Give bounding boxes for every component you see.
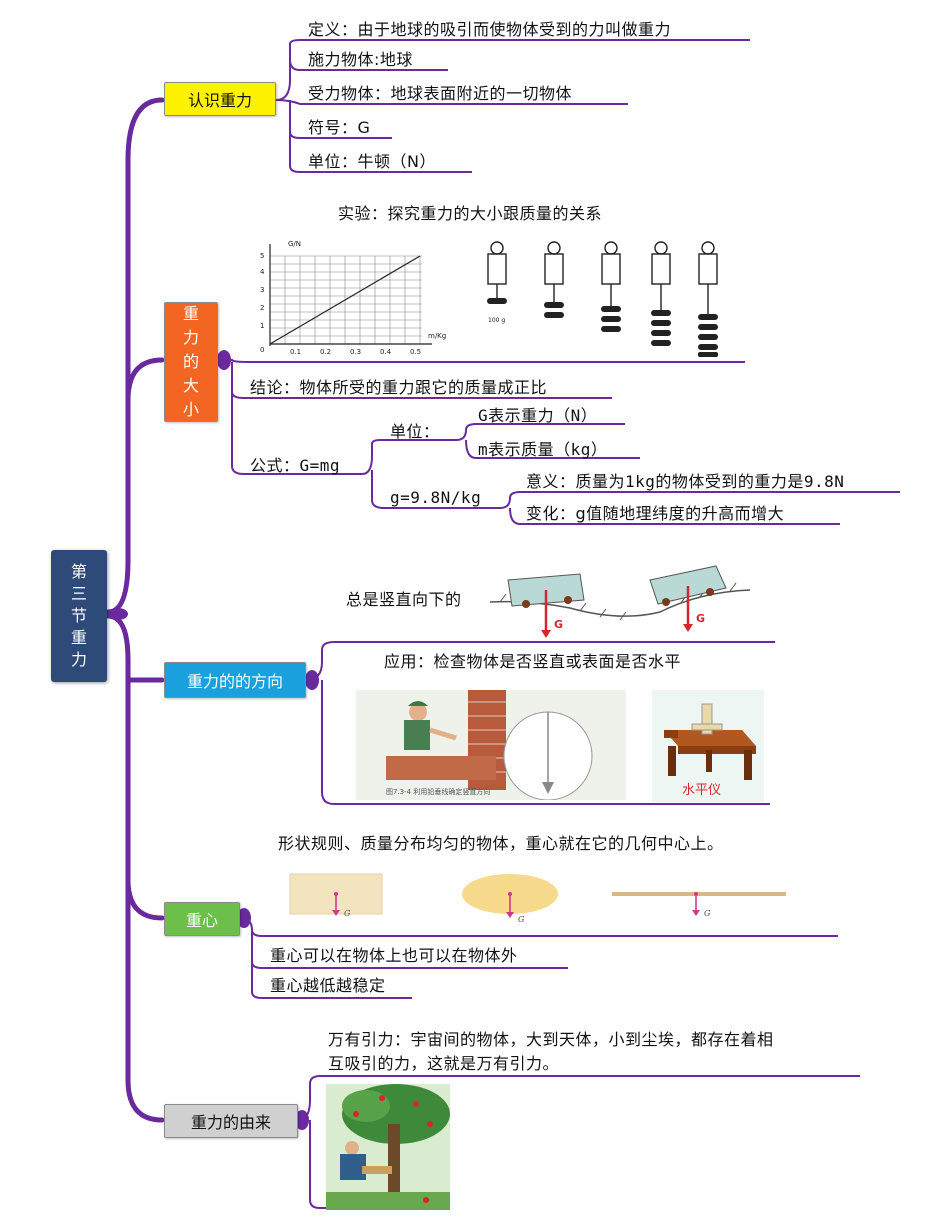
application-text: 应用：检查物体是否竖直或表面是否水平 xyxy=(384,652,682,671)
receiver-text: 受力物体：地球表面附近的一切物体 xyxy=(308,84,573,103)
cog-stability-text: 重心越低越稳定 xyxy=(270,976,386,995)
universal-gravitation-line1: 万有引力：宇宙间的物体，大到天体，小到尘埃，都存在着相 xyxy=(328,1030,774,1049)
graph-ytick: 3 xyxy=(260,286,264,294)
plumb-line-picture: 图7.3-4 利用铅垂线确定竖直方向 xyxy=(356,690,626,800)
graph-xtick: 0.4 xyxy=(380,348,392,356)
cog-g-label: G xyxy=(704,909,711,918)
picture-caption: 图7.3-4 利用铅垂线确定竖直方向 xyxy=(386,787,490,796)
graph-ylabel: G/N xyxy=(288,240,301,248)
branch-char: 的 xyxy=(182,352,199,371)
formula-text: 公式：G=mg xyxy=(250,456,341,475)
root-char: 三 xyxy=(70,584,87,603)
m-meaning-text: m表示质量（kg） xyxy=(478,440,608,459)
cog-description-text: 形状规则、质量分布均匀的物体，重心就在它的几何中心上。 xyxy=(278,834,724,853)
g-value-text: g=9.8N/kg xyxy=(390,488,482,507)
branch-char: 力 xyxy=(182,328,199,347)
graph-xtick: 0.5 xyxy=(410,348,421,356)
root-char: 第 xyxy=(70,562,87,581)
branch-char: 大 xyxy=(182,376,199,395)
g-significance-text: 意义：质量为1kg的物体受到的重力是9.8N xyxy=(526,472,845,491)
spring-scales-illustration: 100 g xyxy=(487,241,718,357)
level-instrument-picture: 水平仪 xyxy=(652,690,764,802)
branch-gravity-direction: 重力的的方向 xyxy=(164,662,306,698)
symbol-text: 符号：G xyxy=(308,118,371,137)
branch-gravity-magnitude: 重 力 的 大 小 xyxy=(164,302,218,422)
branch-origin-of-gravity: 重力的由来 xyxy=(164,1104,298,1138)
g-meaning-text: G表示重力（N） xyxy=(478,406,598,425)
graph-ytick: 5 xyxy=(260,252,264,260)
branch-label: 认识重力 xyxy=(187,91,252,110)
universal-gravitation-line2: 互吸引的力，这就是万有引力。 xyxy=(328,1054,560,1073)
graph-ytick: 2 xyxy=(260,304,264,312)
force-g-label: G xyxy=(554,618,563,631)
root-char: 力 xyxy=(70,650,87,669)
graph-xtick: 0.1 xyxy=(290,348,301,356)
cog-shapes-illustration: G G G xyxy=(289,873,786,924)
graph-xtick: 0.3 xyxy=(350,348,361,356)
gravity-mass-graph: G/N m/Kg 0 1 2 3 4 5 0.1 0.2 0.3 0.4 0.5 xyxy=(260,240,446,356)
branch-char: 重 xyxy=(182,304,199,323)
branch-label: 重心 xyxy=(185,911,218,930)
graph-ytick: 0 xyxy=(260,346,264,354)
graph-ytick: 1 xyxy=(260,322,264,330)
unit-label: 单位： xyxy=(390,422,440,441)
cog-g-label: G xyxy=(344,909,351,918)
slope-blocks-illustration: G G xyxy=(490,565,751,638)
conclusion-text: 结论：物体所受的重力跟它的质量成正比 xyxy=(250,378,548,397)
branch-char: 小 xyxy=(182,400,199,419)
root-char: 节 xyxy=(70,606,87,625)
g-variation-text: 变化：g值随地理纬度的升高而增大 xyxy=(526,504,785,523)
graph-xlabel: m/Kg xyxy=(428,332,446,340)
branch-recognize-gravity: 认识重力 xyxy=(164,82,276,116)
graph-xtick: 0.2 xyxy=(320,348,331,356)
root-char: 重 xyxy=(70,628,87,647)
weight-label: 100 g xyxy=(488,317,505,324)
force-g-label: G xyxy=(696,612,705,625)
branch-label: 重力的由来 xyxy=(190,1113,271,1132)
applier-text: 施力物体:地球 xyxy=(308,50,413,69)
experiment-text: 实验：探究重力的大小跟质量的关系 xyxy=(338,204,603,223)
graph-ytick: 4 xyxy=(260,268,265,276)
level-label: 水平仪 xyxy=(682,783,721,798)
definition-text: 定义：由于地球的吸引而使物体受到的力叫做重力 xyxy=(308,20,672,39)
cog-location-text: 重心可以在物体上也可以在物体外 xyxy=(270,946,518,965)
root-topic: 第 三 节 重 力 xyxy=(51,550,107,682)
branch-label: 重力的的方向 xyxy=(186,672,283,691)
branch-center-of-gravity: 重心 xyxy=(164,902,240,936)
cog-g-label: G xyxy=(518,915,525,924)
always-down-text: 总是竖直向下的 xyxy=(346,590,462,609)
unit-text: 单位：牛顿（N） xyxy=(308,152,436,171)
newton-apple-picture xyxy=(326,1084,450,1210)
